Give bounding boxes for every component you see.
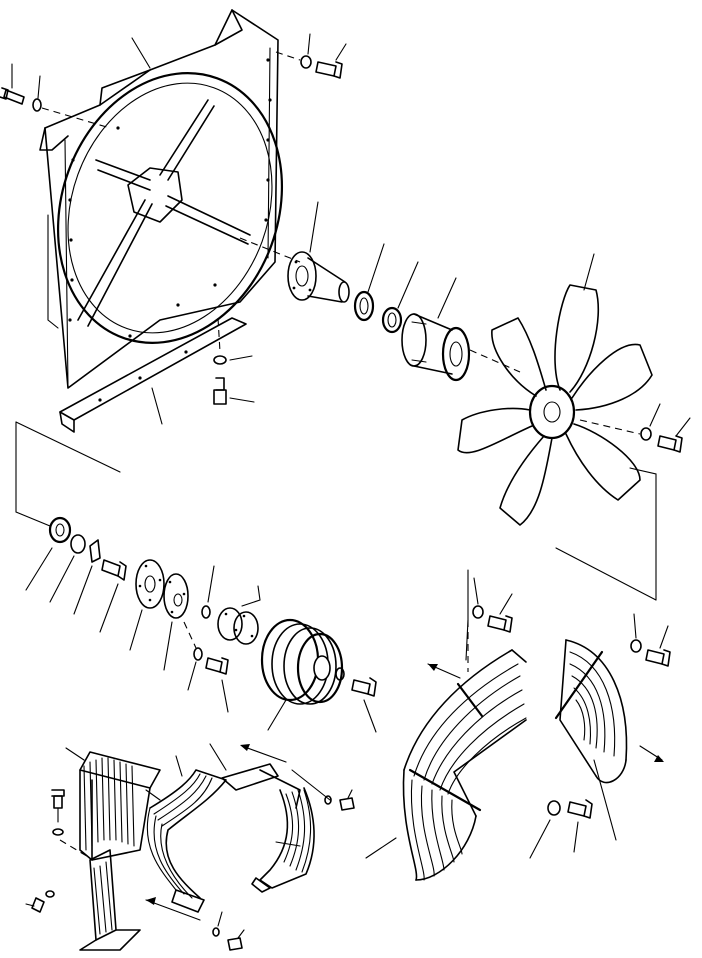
washer-icon — [630, 613, 642, 653]
bolt-icon — [205, 657, 229, 713]
bolt-icon — [657, 417, 691, 453]
bolt-icon — [99, 559, 127, 633]
washer-icon — [45, 890, 55, 898]
bearing-icon — [25, 516, 72, 591]
washer-icon — [335, 667, 345, 681]
washer-icon — [52, 828, 64, 836]
six-blade-fan — [457, 253, 653, 526]
bolt-icon — [0, 63, 25, 105]
bearing-icon — [381, 261, 419, 334]
bolt-icon — [213, 377, 255, 405]
washer-icon — [472, 577, 484, 619]
washer-icon — [187, 647, 203, 691]
washer-icon — [640, 403, 661, 441]
bolt-icon — [25, 897, 45, 913]
washer-icon — [32, 75, 42, 112]
bearing-icon — [353, 243, 385, 322]
bolt-icon — [51, 789, 65, 823]
bracket-icon — [73, 539, 101, 615]
washer-icon — [213, 355, 253, 365]
washer-icon — [300, 33, 312, 69]
hub-icon — [217, 585, 261, 645]
washer-icon — [324, 795, 332, 805]
bolt-icon — [227, 929, 245, 951]
bearing-icon — [201, 565, 215, 619]
bottom-bracket-strip — [59, 317, 247, 433]
fan-shroud — [39, 9, 284, 389]
fan-hub — [401, 277, 471, 382]
bolt-icon — [339, 789, 355, 811]
washer-icon — [212, 911, 223, 937]
bolt-icon — [315, 43, 347, 79]
washer-icon — [529, 800, 561, 859]
belt-icon — [145, 743, 315, 913]
wire-fan-guard — [365, 639, 664, 881]
bolt-icon — [351, 677, 377, 733]
bolt-icon — [567, 799, 593, 853]
drive-pulley — [260, 618, 344, 731]
bearing-icon — [49, 534, 86, 603]
bolt-icon — [645, 625, 671, 667]
washer-icon — [129, 559, 165, 651]
fan-shaft — [287, 201, 350, 303]
bolt-icon — [487, 593, 513, 633]
belt-bracket — [65, 747, 161, 951]
hub-icon — [163, 573, 189, 671]
